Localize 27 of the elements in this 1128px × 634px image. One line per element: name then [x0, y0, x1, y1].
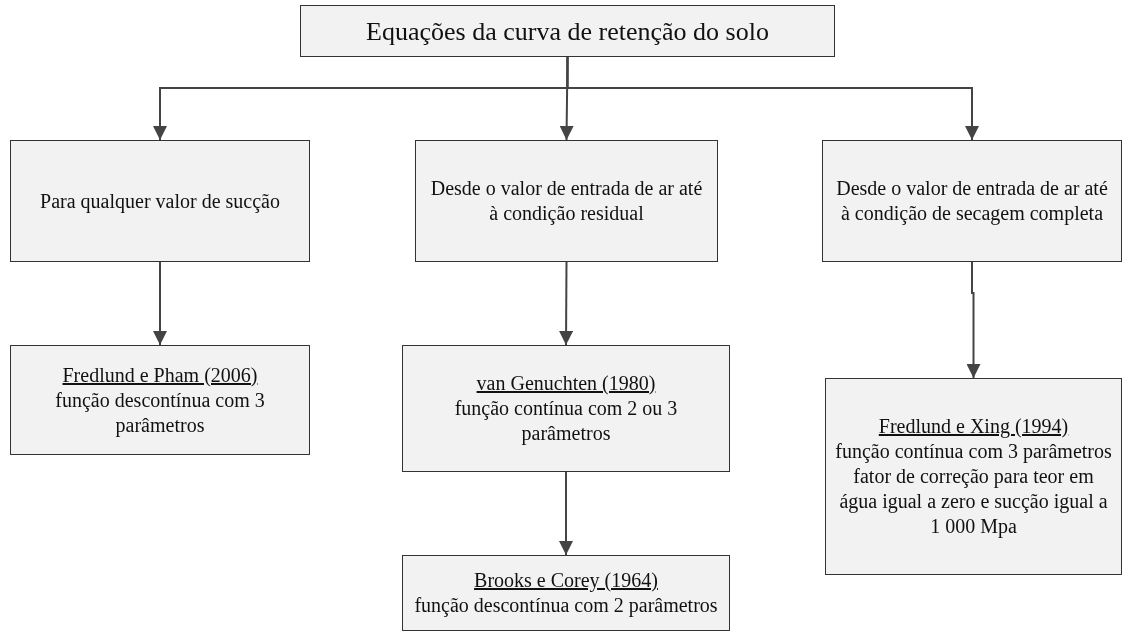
reference-heading: Fredlund e Pham (2006)	[62, 362, 258, 388]
box-text: Desde o valor de entrada de ar até à condição de secagem completa	[835, 176, 1109, 226]
process-box	[822, 140, 1122, 262]
box-text: função descontínua com 2 parâmetros	[414, 593, 718, 618]
box-text: função contínua com 3 parâmetros	[835, 439, 1112, 464]
reference-heading: Fredlund e Xing (1994)	[878, 414, 1069, 439]
process-box	[10, 140, 310, 262]
box-text: Para qualquer valor de sucção	[40, 188, 280, 214]
box-text: Desde o valor de entrada de ar até à condição residual	[429, 176, 704, 226]
arrow	[559, 471, 573, 556]
process-box	[402, 345, 730, 472]
arrow	[566, 56, 979, 141]
arrow	[559, 56, 574, 141]
reference-heading: Brooks e Corey (1964)	[474, 568, 658, 593]
box-text: Equações da curva de retenção do solo	[366, 18, 769, 44]
box-text: função contínua com 2 ou 3 parâmetros	[453, 396, 679, 446]
process-box	[402, 555, 730, 631]
arrow	[966, 261, 981, 379]
box-text: função descontínua com 3 parâmetros	[54, 387, 266, 438]
arrow	[153, 261, 167, 346]
process-box	[825, 378, 1122, 575]
arrow	[559, 261, 574, 346]
process-box	[415, 140, 718, 262]
box-text: fator de correção para teor em água igual a zero e sucção igual a 1 000 Mpa	[838, 464, 1109, 539]
process-box	[10, 345, 310, 455]
process-box	[300, 5, 835, 57]
reference-heading: van Genuchten (1980)	[476, 371, 656, 396]
